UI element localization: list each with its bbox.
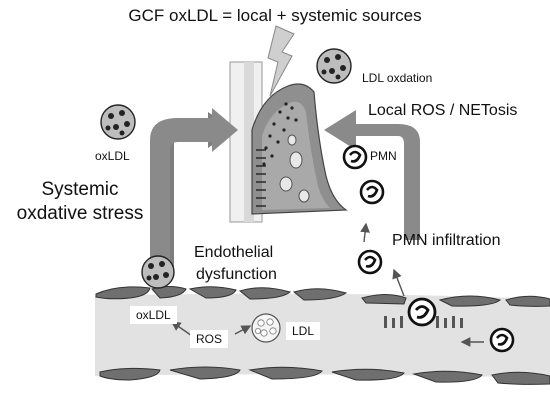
pmn-cell-icon [342,144,368,170]
oxldl-particle-icon [100,104,136,140]
pmn-cell-icon [407,297,437,327]
inflammatory-cells [262,102,298,166]
systemic-label-line1: Systemic [41,179,119,200]
periodontal-tissue [229,61,348,223]
tooth-root [244,62,254,222]
endothelium-bottom [99,366,550,385]
vessel-oxldl-label: oxLDL [130,306,177,325]
pmn-cell-icon [489,327,515,353]
endothelium-top [95,286,550,307]
ldl-oxidation-label: LDL oxdation [362,71,433,85]
oxldl-label: oxLDL [95,149,130,163]
vessel-lumen [95,293,550,378]
pmn-cell-icon [359,179,385,205]
pmn-cell-icon [357,249,383,275]
ldl-particle-icon [251,313,281,343]
epithelial-ridges [256,149,266,207]
systemic-arrow [150,108,238,270]
endothelial-label-line1: Endothelial [194,244,274,261]
oxldl-particle-icon [316,48,352,84]
local-ros-label: Local ROS / NETosis [368,102,518,119]
diagram-title: GCF oxLDL = local + systemic sources [128,6,422,25]
pmn-label: PMN [370,149,397,163]
local-arrow [324,110,420,240]
tissue-cells [279,134,310,203]
systemic-label-line2: oxdative stress [16,203,144,224]
adhesion-molecules [384,316,463,328]
pmn-infiltration-label: PMN infiltration [392,232,501,249]
endothelial-label-line2: dysfunction [196,266,277,283]
vessel-ros-label: ROS [190,330,229,349]
vessel-ldl-label: LDL [286,322,321,341]
lightning-icon [267,25,295,97]
oxldl-particle-icon [141,255,175,289]
blood-vessel [95,286,550,385]
